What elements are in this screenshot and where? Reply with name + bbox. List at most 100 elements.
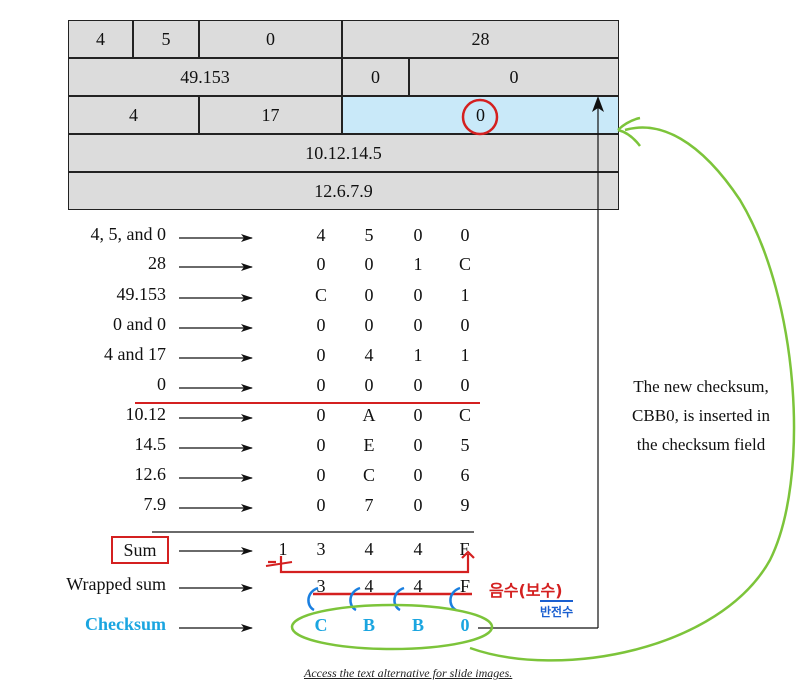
note-line: the checksum field	[636, 435, 766, 454]
sum-label-box: Sum	[111, 536, 169, 564]
checksum-label: Checksum	[84, 614, 166, 634]
note-line: CBB0, is inserted in	[632, 406, 770, 425]
row-label: 10.12	[125, 404, 167, 424]
hex-digit: 0	[413, 225, 423, 245]
hex-digit: C	[314, 285, 327, 305]
wrapped-sum-label: Wrapped sum	[66, 574, 166, 594]
identification-cell: 49.153	[68, 58, 342, 96]
hex-digit: 6	[460, 465, 470, 485]
total-length-cell: 28	[342, 20, 619, 58]
row-label: 49.153	[116, 284, 167, 304]
hex-digit: A	[362, 405, 376, 425]
row-label: 14.5	[134, 434, 167, 454]
sum-label: Sum	[123, 539, 157, 560]
hex-digit: 0	[316, 315, 326, 335]
hex-digit: 1	[413, 345, 423, 365]
row-label-wrap: 0 and 0	[0, 314, 166, 340]
row-label: 0	[157, 374, 166, 394]
hex-digit: 0	[316, 345, 326, 365]
alt-text-link[interactable]: Access the text alternative for slide im…	[304, 666, 513, 680]
hex-digit: 4	[364, 539, 374, 559]
row-label-wrap: 14.5	[0, 434, 167, 460]
hex-digit: 1	[460, 285, 470, 305]
green-arrowhead	[617, 116, 641, 147]
service-value: 0	[266, 28, 275, 49]
checksum-digit: B	[362, 615, 375, 635]
hlen-cell: 5	[133, 20, 199, 58]
hex-digit: 5	[364, 225, 374, 245]
identification-value: 49.153	[180, 66, 230, 87]
row-label: 0 and 0	[113, 314, 166, 334]
row-label-wrap: 4 and 17	[0, 344, 166, 370]
hex-digit: 3	[316, 539, 326, 559]
hex-digit: F	[459, 576, 470, 596]
hex-digit: 0	[364, 254, 374, 274]
hex-digit: E	[363, 435, 375, 455]
row-label: 7.9	[143, 494, 167, 514]
hex-digit: 0	[413, 375, 423, 395]
hex-digit: 0	[413, 315, 423, 335]
bracket-1	[307, 586, 319, 612]
offset-value: 0	[509, 66, 519, 87]
hex-digit: 0	[460, 375, 470, 395]
version-value: 4	[96, 28, 105, 49]
hlen-value: 5	[161, 28, 171, 49]
destination-address-value: 12.6.7.9	[314, 180, 373, 201]
row-label-wrap: 49.153	[0, 284, 167, 310]
row-label: 12.6	[134, 464, 167, 484]
hex-digit: 0	[460, 225, 470, 245]
hex-digit: 4	[364, 576, 374, 596]
checksum-field-cell: 0	[342, 96, 619, 134]
hex-digit: 0	[460, 315, 470, 335]
checksum-field-value: 0	[476, 104, 485, 125]
hex-digit: E	[459, 539, 471, 559]
hex-digit: 1	[413, 254, 423, 274]
row-arrows	[179, 234, 253, 632]
checksum-digit: 0	[460, 615, 470, 635]
hex-digit: 0	[316, 375, 326, 395]
hex-digit: 0	[413, 465, 423, 485]
row-label-wrap: 7.9	[0, 494, 167, 520]
bracket-3	[393, 586, 405, 612]
hex-digit: 0	[364, 285, 374, 305]
insert-arrowhead	[592, 96, 604, 112]
korean-annotation-top: 음수(보수)	[489, 581, 563, 600]
destination-address-cell: 12.6.7.9	[68, 172, 619, 210]
checksum-label-wrap: Checksum	[0, 614, 166, 640]
bracket-2	[349, 586, 361, 612]
total-length-value: 28	[471, 28, 490, 49]
row-label-wrap: 0	[0, 374, 166, 400]
bracket-4	[449, 586, 461, 612]
flags-cell: 0	[342, 58, 409, 96]
hex-digit: 4	[413, 576, 423, 596]
hex-digit: 0	[316, 495, 326, 515]
hex-digit: 0	[413, 495, 423, 515]
row-label-wrap: 28	[0, 253, 166, 279]
ttl-value: 4	[129, 104, 138, 125]
hex-digit: 0	[316, 435, 326, 455]
hex-digit: 4	[413, 539, 423, 559]
hex-digit: 0	[413, 435, 423, 455]
carry-strike	[265, 561, 293, 567]
korean-annotation-bottom: 반전수	[540, 600, 574, 620]
checksum-digit: C	[314, 615, 328, 635]
row-label: 28	[148, 253, 166, 273]
hex-digit: C	[458, 254, 471, 274]
hex-digit: 4	[316, 225, 326, 245]
hex-digit: 0	[316, 465, 326, 485]
checksum-digit: B	[411, 615, 424, 635]
wrapped-label-wrap: Wrapped sum	[0, 574, 166, 600]
hex-digit: 0	[364, 315, 374, 335]
hex-digit: C	[458, 405, 471, 425]
carry-digit: 1	[278, 539, 288, 559]
source-address-cell: 10.12.14.5	[68, 134, 619, 172]
hex-digit: 0	[413, 405, 423, 425]
hex-digit: 4	[364, 345, 374, 365]
source-address-value: 10.12.14.5	[305, 142, 382, 163]
hex-digit: 0	[316, 254, 326, 274]
hex-digit: 3	[316, 576, 326, 596]
checksum-circle	[461, 98, 499, 136]
offset-cell: 0	[409, 58, 619, 96]
hex-digit: C	[362, 465, 375, 485]
